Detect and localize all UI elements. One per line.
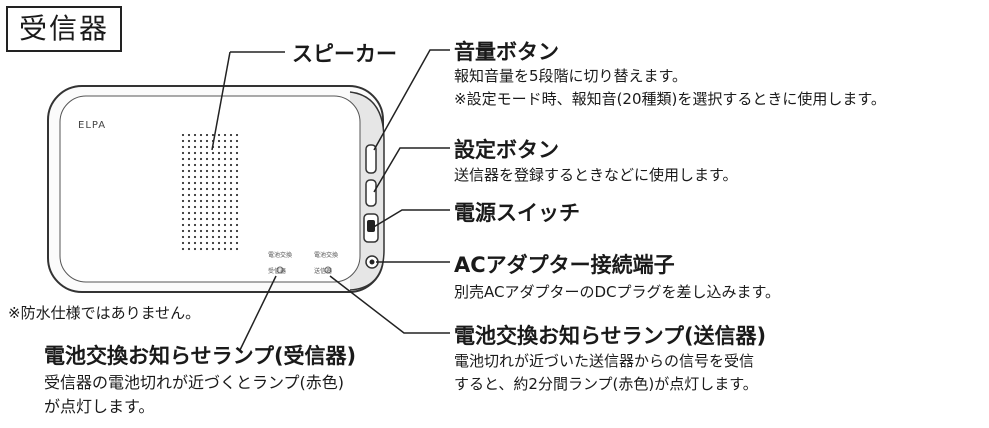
lamp-sender-heading: 電池交換お知らせランプ(送信器) [454, 324, 767, 348]
receiver-lamp-label: 電池交換 受信器 [268, 252, 293, 275]
lamp-receiver-desc-1: 受信器の電池切れが近づくとランプ(赤色) [44, 373, 345, 392]
leader-lines [211, 49, 450, 351]
volume-heading: 音量ボタン [454, 40, 559, 64]
lamp-sender-desc-1: 電池切れが近づいた送信器からの信号を受信 [454, 352, 755, 370]
speaker-grill [181, 134, 241, 252]
volume-button [365, 144, 377, 174]
sender-lamp-label: 電池交換 送信器 [314, 252, 339, 275]
setting-heading: 設定ボタン [454, 138, 559, 162]
speaker-heading: スピーカー [292, 42, 397, 66]
sender-lamp [324, 266, 332, 274]
lamp-sender-desc-2: すると、約2分間ランプ(赤色)が点灯します。 [454, 375, 758, 393]
setting-desc: 送信器を登録するときなどに使用します。 [454, 166, 738, 184]
ac-desc: 別売ACアダプターのDCプラグを差し込みます。 [454, 283, 780, 301]
ac-heading: ACアダプター接続端子 [454, 253, 675, 277]
device-brand: ELPA [78, 120, 107, 131]
page-title: 受信器 [6, 6, 122, 52]
lamp-receiver-desc-2: が点灯します。 [44, 397, 155, 416]
receiver-lamp [276, 266, 284, 274]
volume-desc-1: 報知音量を5段階に切り替えます。 [454, 67, 688, 85]
lamp-receiver-heading: 電池交換お知らせランプ(受信器) [44, 344, 357, 368]
power-heading: 電源スイッチ [454, 201, 580, 225]
waterproof-note: ※防水仕様ではありません。 [8, 304, 201, 322]
volume-desc-2: ※設定モード時、報知音(20種類)を選択するときに使用します。 [454, 90, 886, 108]
setting-button [365, 179, 377, 207]
